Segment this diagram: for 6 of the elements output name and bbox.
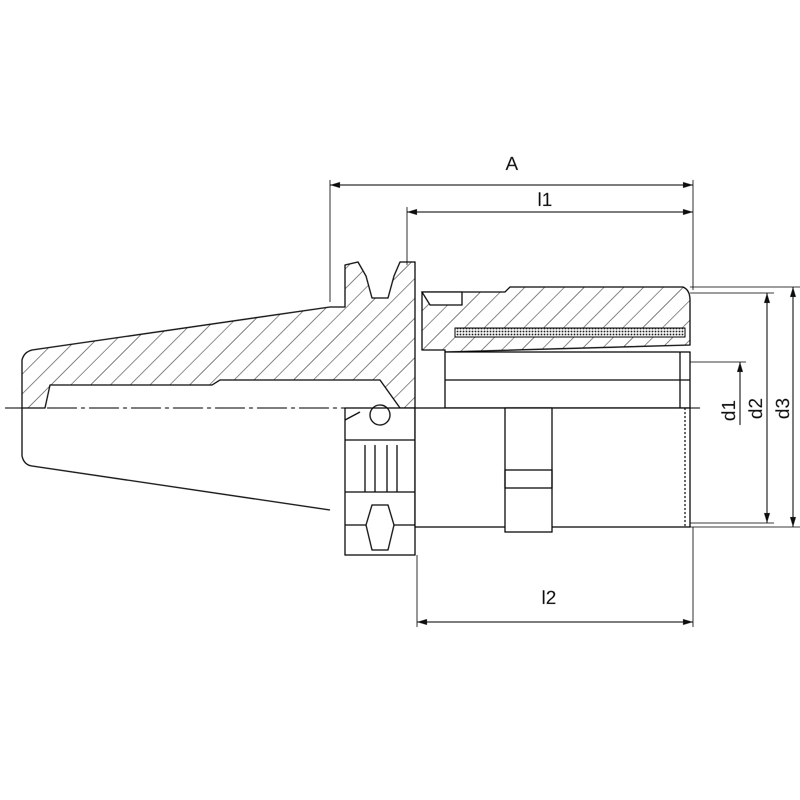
dimension-label: l1	[538, 190, 552, 210]
dimension-label: A	[506, 154, 518, 174]
dimension-label: d3	[774, 397, 793, 419]
dimension-label: l2	[542, 588, 556, 608]
dimension-label: d1	[720, 399, 739, 421]
dimension-label: d2	[746, 397, 766, 419]
